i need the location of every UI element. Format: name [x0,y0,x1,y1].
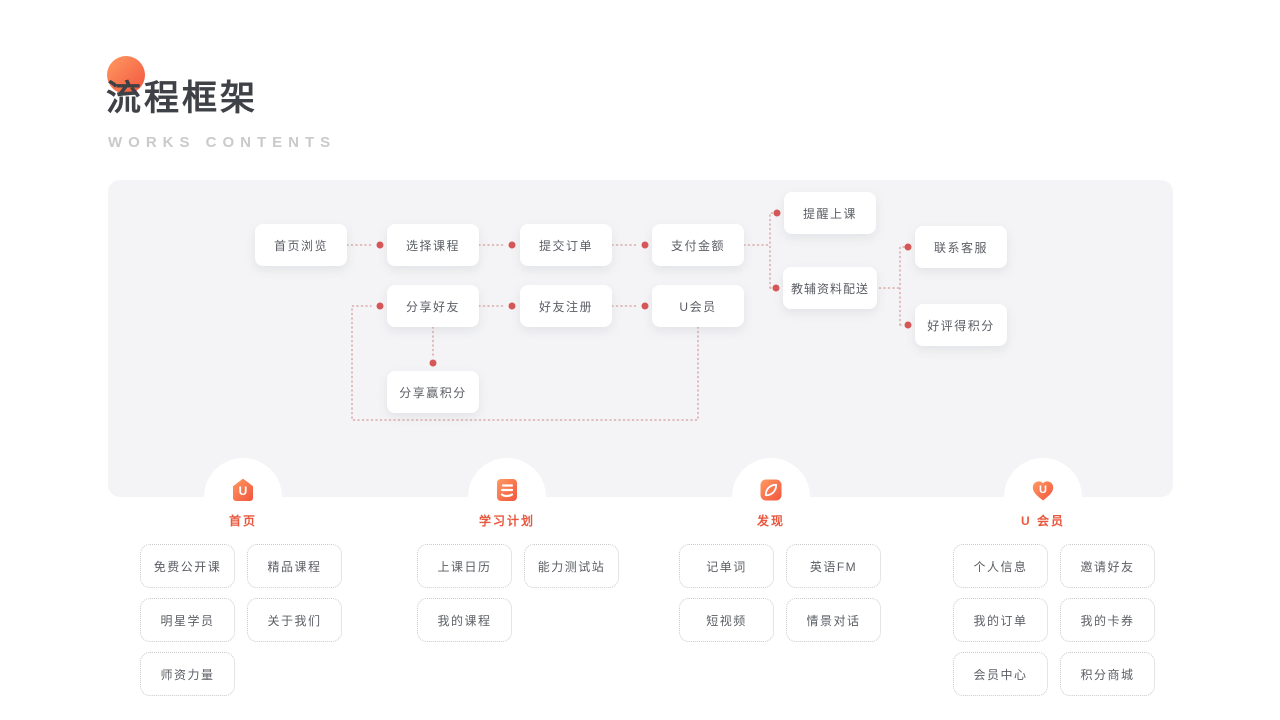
flow-connectors [346,209,912,421]
flow-node-review-points: 好评得积分 [915,304,1007,346]
home-u-icon: U [233,478,253,501]
group-home-items: 免费公开课 精品课程 明星学员 关于我们 师资力量 [140,544,344,696]
title-accent-circle [107,56,145,94]
flow-node-u-member: U会员 [652,285,744,327]
menu-item: 免费公开课 [140,544,235,588]
flow-node-share-win-points: 分享赢积分 [387,371,479,413]
menu-item: 短视频 [679,598,774,642]
tab-discover: 发现 [720,458,822,536]
menu-item: 上课日历 [417,544,512,588]
menu-item: 精品课程 [247,544,342,588]
flow-node-material-delivery: 教辅资料配送 [783,267,877,309]
menu-item: 积分商城 [1060,652,1155,696]
heart-u-icon: U [1032,481,1054,501]
svg-text:U: U [239,484,248,498]
page-title: 流程框架 [106,79,259,118]
flow-node-contact-support: 联系客服 [915,226,1007,268]
tab-study-plan: 学习计划 [456,458,558,536]
tab-u-member: U U 会员 [992,458,1094,536]
notebook-icon [497,479,517,501]
tab-home: U 首页 [192,458,294,536]
tab-label: 首页 [228,514,257,528]
connector-dots [376,209,912,367]
menu-item: 师资力量 [140,652,235,696]
svg-text:U: U [1039,484,1047,496]
tab-label: 学习计划 [478,514,535,528]
menu-item: 关于我们 [247,598,342,642]
tab-label: U 会员 [1020,514,1065,528]
group-study-plan-items: 上课日历 能力测试站 我的课程 [417,544,621,642]
flow-node-friend-register: 好友注册 [520,285,612,327]
tab-label: 发现 [756,514,785,528]
compass-icon [760,479,782,501]
flow-node-submit-order: 提交订单 [520,224,612,266]
menu-item: 情景对话 [786,598,881,642]
menu-item: 英语FM [786,544,881,588]
menu-item: 我的订单 [953,598,1048,642]
group-discover-items: 记单词 英语FM 短视频 情景对话 [679,544,883,642]
menu-item: 明星学员 [140,598,235,642]
page-subtitle: WORKS CONTENTS [108,134,337,151]
flow-node-class-reminder: 提醒上课 [784,192,876,234]
menu-item: 会员中心 [953,652,1048,696]
group-u-member-items: 个人信息 邀请好友 我的订单 我的卡券 会员中心 积分商城 [953,544,1157,696]
flow-panel: 首页浏览 选择课程 提交订单 支付金额 提醒上课 教辅资料配送 联系客服 好评得… [108,180,1173,497]
menu-item: 记单词 [679,544,774,588]
flow-node-share-friends: 分享好友 [387,285,479,327]
menu-item: 我的课程 [417,598,512,642]
menu-item: 我的卡券 [1060,598,1155,642]
flow-node-choose-course: 选择课程 [387,224,479,266]
menu-item: 能力测试站 [524,544,619,588]
flow-node-browse-home: 首页浏览 [255,224,347,266]
menu-item: 邀请好友 [1060,544,1155,588]
flow-node-pay-amount: 支付金额 [652,224,744,266]
menu-item: 个人信息 [953,544,1048,588]
